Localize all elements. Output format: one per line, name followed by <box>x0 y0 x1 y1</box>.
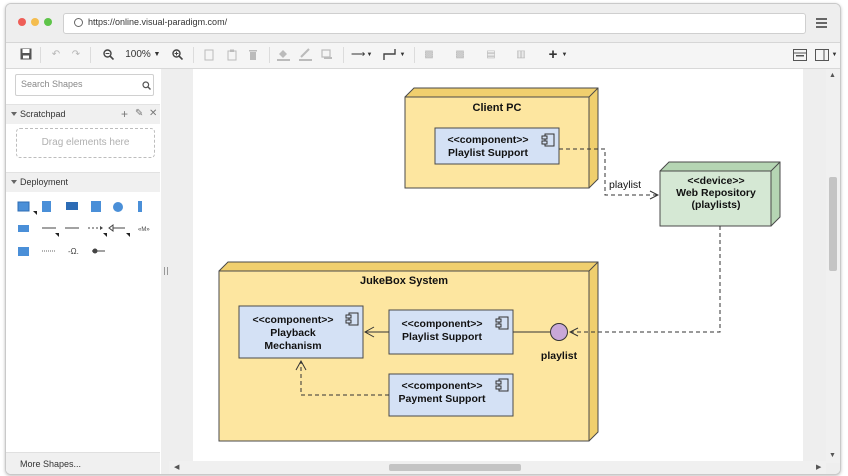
scratchpad-header[interactable]: Scratchpad + ✎ ✕ <box>6 104 160 124</box>
distribute-icon[interactable]: ▥ <box>516 49 526 60</box>
horizontal-scroll-thumb[interactable] <box>389 464 521 471</box>
copy-icon[interactable] <box>204 49 214 61</box>
stereotype-line-icon: «M» <box>138 227 150 233</box>
waypoints-dropdown-icon[interactable]: ▼ <box>399 52 406 58</box>
scroll-up-icon[interactable]: ▲ <box>829 72 836 79</box>
save-icon[interactable] <box>20 48 32 60</box>
maximize-window-icon[interactable] <box>44 18 52 26</box>
deployment-label: Deployment <box>20 177 69 187</box>
panel-dropdown-icon[interactable]: ▼ <box>831 52 838 58</box>
edit-icon[interactable]: ✎ <box>135 108 144 119</box>
browser-window: https://online.visual-paradigm.com/ ↶ ↷ … <box>5 3 841 475</box>
close-window-icon[interactable] <box>18 18 26 26</box>
fill-color-icon[interactable] <box>277 48 290 61</box>
to-back-icon[interactable]: ▩ <box>455 49 465 60</box>
waypoints-icon[interactable] <box>383 48 397 61</box>
collapse-icon <box>11 112 17 116</box>
search-shapes-input[interactable]: Search Shapes <box>15 74 154 96</box>
device-shape-icon <box>18 225 29 232</box>
add-dropdown-icon[interactable]: ▼ <box>561 52 568 58</box>
redo-icon[interactable]: ↷ <box>71 49 81 60</box>
zoom-level[interactable]: 100% <box>125 49 151 60</box>
execution-env-shape-icon <box>18 247 29 256</box>
zoom-in-icon[interactable] <box>172 49 183 60</box>
menu-icon[interactable] <box>816 18 827 30</box>
node-shape-icon <box>17 201 30 212</box>
scroll-left-icon[interactable]: ◀ <box>174 464 180 471</box>
undo-icon[interactable]: ↶ <box>51 49 61 60</box>
editor-toolbar: ↶ ↷ 100% ▼ ⟶ ▼ ▼ ▩ ▩ ▤ ▥ + ▼ ▼ <box>6 43 840 69</box>
globe-icon <box>74 18 83 27</box>
connector-style-dropdown-icon[interactable]: ▼ <box>366 52 373 58</box>
to-front-icon[interactable]: ▩ <box>424 49 434 60</box>
add-icon[interactable]: + <box>121 107 129 121</box>
outline-panel-icon[interactable] <box>815 49 829 61</box>
port-shape-icon <box>138 201 142 212</box>
diagram-page[interactable] <box>193 69 803 461</box>
line-color-icon[interactable] <box>299 48 312 61</box>
url-text: https://online.visual-paradigm.com/ <box>88 17 228 27</box>
horizontal-scrollbar[interactable]: ◀ ▶ <box>169 461 826 474</box>
address-bar[interactable]: https://online.visual-paradigm.com/ <box>63 13 806 34</box>
database-shape-icon <box>66 202 78 210</box>
search-placeholder: Search Shapes <box>21 79 83 89</box>
zoom-out-icon[interactable] <box>103 49 114 60</box>
scroll-down-icon[interactable]: ▼ <box>829 452 836 459</box>
component-shape-icon <box>91 201 101 212</box>
delete-icon[interactable] <box>248 49 258 61</box>
scroll-right-icon[interactable]: ▶ <box>816 464 822 471</box>
align-icon[interactable]: ▤ <box>486 49 496 60</box>
minimize-window-icon[interactable] <box>31 18 39 26</box>
add-icon[interactable]: + <box>548 46 558 63</box>
interface-shape-icon <box>113 202 123 212</box>
zoom-dropdown-icon[interactable]: ▼ <box>153 51 161 58</box>
artifact-shape-icon <box>42 201 51 212</box>
more-shapes-label: More Shapes... <box>20 459 82 469</box>
search-icon[interactable] <box>142 81 151 90</box>
scratchpad-dropzone[interactable]: Drag elements here <box>16 128 155 158</box>
vertical-scroll-thumb[interactable] <box>829 177 837 271</box>
shadow-icon[interactable] <box>321 49 333 60</box>
dropzone-label: Drag elements here <box>41 137 130 148</box>
deployment-header[interactable]: Deployment <box>6 172 160 192</box>
connector-style-icon[interactable]: ⟶ <box>351 49 366 60</box>
shapes-sidebar: Search Shapes Scratchpad + ✎ ✕ Drag elem… <box>6 69 162 474</box>
splitter-grip-icon[interactable] <box>164 267 168 275</box>
paste-icon[interactable] <box>227 49 237 61</box>
required-interface-icon: -Ω. <box>68 247 79 256</box>
collapse-icon <box>11 180 17 184</box>
format-panel-icon[interactable] <box>793 49 807 61</box>
deployment-shapes-palette[interactable]: «M» -Ω. <box>15 199 155 264</box>
browser-titlebar: https://online.visual-paradigm.com/ <box>6 4 840 43</box>
more-shapes-button[interactable]: More Shapes... <box>6 452 160 474</box>
sidebar-splitter[interactable] <box>161 69 169 474</box>
close-icon[interactable]: ✕ <box>149 108 158 119</box>
vertical-scrollbar[interactable]: ▲ ▼ <box>826 69 840 463</box>
scratchpad-label: Scratchpad <box>20 109 66 119</box>
